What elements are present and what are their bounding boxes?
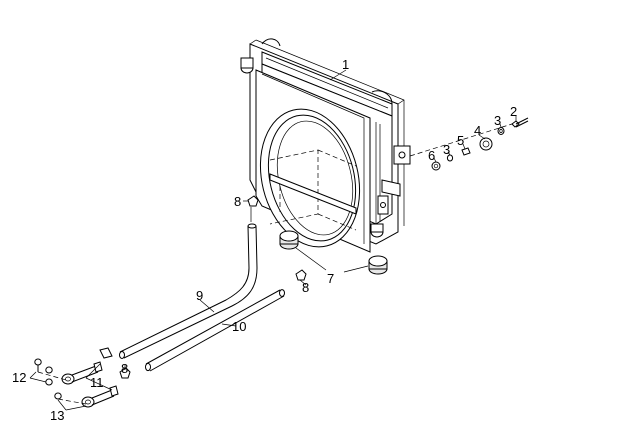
callout-12: 12 xyxy=(12,370,26,385)
leader-lines xyxy=(29,69,517,411)
callout-9: 9 xyxy=(196,288,203,303)
callout-7: 7 xyxy=(327,271,334,286)
callout-4: 4 xyxy=(474,123,481,138)
callout-10: 10 xyxy=(232,319,246,334)
callout-5: 5 xyxy=(457,133,464,148)
clips xyxy=(119,195,307,379)
callout-8-upper: 8 xyxy=(234,194,241,209)
hoses xyxy=(119,223,285,372)
callout-3-right: 3 xyxy=(494,113,501,128)
callout-6: 6 xyxy=(428,148,435,163)
banjo-fittings xyxy=(34,347,119,408)
rubber-mounts xyxy=(279,230,388,275)
callout-3-left: 3 xyxy=(443,142,450,157)
callout-8-middle: 8 xyxy=(302,280,309,295)
callout-11: 11 xyxy=(90,375,104,390)
radiator-assembly xyxy=(240,38,411,253)
callout-8-lower: 8 xyxy=(121,361,128,376)
callout-2: 2 xyxy=(510,104,517,119)
callout-1: 1 xyxy=(342,57,349,72)
callout-labels: 1 2 3 3 4 5 6 7 8 8 8 9 10 11 12 13 xyxy=(12,57,517,423)
fastener-chain xyxy=(409,117,529,171)
callout-13: 13 xyxy=(50,408,64,423)
